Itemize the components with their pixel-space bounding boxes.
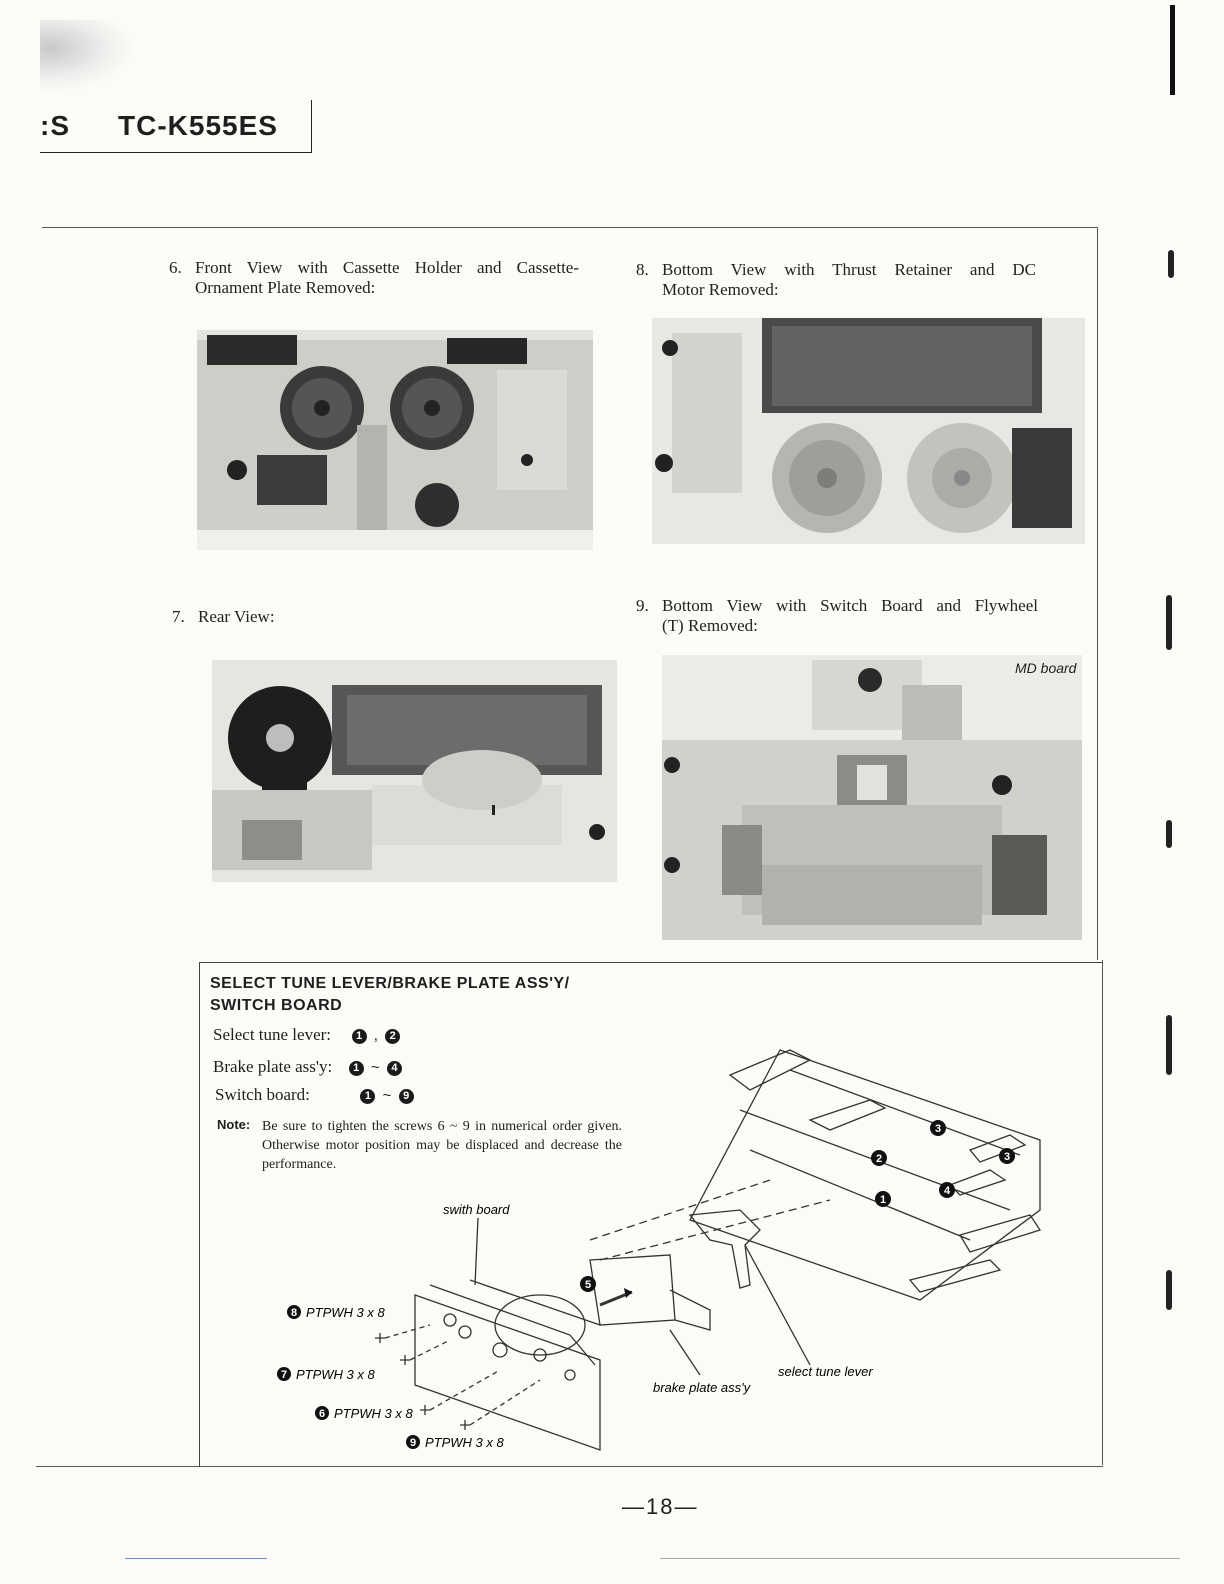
frame-top-line bbox=[42, 227, 1098, 228]
note-text: Be sure to tighten the screws 6 ~ 9 in n… bbox=[262, 1119, 622, 1172]
frame-bottom-line bbox=[36, 1466, 1103, 1467]
label-select-tune-lever: select tune lever bbox=[778, 1364, 873, 1379]
caption-bottom-view-thrust: 8.Bottom View with Thrust Retainer and D… bbox=[636, 260, 1036, 299]
header-model-name: TC-K555ES bbox=[118, 110, 278, 141]
diagram-marker: 3 bbox=[1004, 1151, 1010, 1163]
frame-right-line bbox=[1097, 227, 1098, 960]
procedure-row-select-tune-lever: Select tune lever: 1 , 2 bbox=[213, 1025, 401, 1045]
photo-bottom-view-thrust bbox=[652, 318, 1085, 544]
screw-marker: 7 bbox=[281, 1369, 287, 1381]
label-switch-board: swith board bbox=[443, 1202, 510, 1217]
page-number: —18— bbox=[622, 1494, 699, 1519]
diagram-marker: 3 bbox=[935, 1123, 941, 1135]
section-box bbox=[199, 962, 1102, 1467]
screw-marker: 6 bbox=[319, 1408, 325, 1420]
photo-bottom-view-switch bbox=[662, 655, 1082, 940]
step-marker-icon: 1 bbox=[360, 1089, 376, 1104]
step-marker-icon: 1 bbox=[348, 1061, 364, 1076]
scan-edge-bar bbox=[1170, 5, 1175, 95]
screw-label-7: PTPWH 3 x 8 bbox=[296, 1367, 376, 1382]
step-marker-icon: 4 bbox=[386, 1061, 402, 1076]
diagram-marker: 2 bbox=[876, 1153, 882, 1165]
step-marker-icon: 9 bbox=[398, 1089, 414, 1104]
scan-edge-mark bbox=[1166, 1270, 1172, 1310]
header-section-code: :S bbox=[40, 110, 70, 141]
procedure-row-switch-board: Switch board: 1 ~ 9 bbox=[215, 1085, 414, 1105]
header-underline bbox=[40, 152, 312, 153]
screw-label-6: PTPWH 3 x 8 bbox=[334, 1406, 414, 1421]
step-marker-icon: 1 bbox=[351, 1029, 367, 1044]
procedure-row-brake-plate: Brake plate ass'y: 1 ~ 4 bbox=[213, 1057, 402, 1077]
note-block: Note: Be sure to tighten the screws 6 ~ … bbox=[217, 1117, 622, 1174]
section-title: SELECT TUNE LEVER/BRAKE PLATE ASS'Y/ SWI… bbox=[210, 975, 570, 1014]
diagram-marker: 4 bbox=[944, 1185, 951, 1197]
note-label: Note: bbox=[217, 1117, 251, 1132]
footer-rule bbox=[660, 1558, 1180, 1559]
exploded-diagram: 1 2 3 3 4 5 swith board brake plate ass'… bbox=[270, 1030, 1050, 1460]
scan-edge-mark bbox=[1166, 595, 1172, 650]
scan-smudge bbox=[40, 20, 130, 90]
scan-edge-mark bbox=[1166, 820, 1172, 848]
diagram-marker: 5 bbox=[585, 1279, 591, 1291]
screw-label-9: PTPWH 3 x 8 bbox=[425, 1435, 505, 1450]
screw-marker: 8 bbox=[291, 1307, 297, 1319]
photo-rear-view bbox=[212, 660, 617, 882]
caption-bottom-view-switch: 9.Bottom View with Switch Board and Flyw… bbox=[636, 596, 1038, 635]
screw-label-8: PTPWH 3 x 8 bbox=[306, 1305, 386, 1320]
diagram-marker: 1 bbox=[880, 1194, 886, 1206]
caption-rear-view: 7.Rear View: bbox=[172, 607, 275, 626]
frame-right-line-lower bbox=[1102, 960, 1103, 1465]
header-divider bbox=[311, 100, 312, 153]
photo-front-view bbox=[197, 330, 593, 550]
md-board-label: MD board bbox=[1015, 660, 1077, 676]
step-marker-icon: 2 bbox=[385, 1029, 401, 1044]
scan-edge-mark bbox=[1166, 1015, 1172, 1075]
caption-front-view: 6.Front View with Cassette Holder and Ca… bbox=[169, 258, 579, 297]
scan-edge-mark bbox=[1168, 250, 1174, 278]
footer-link-line bbox=[125, 1558, 267, 1559]
label-brake-plate: brake plate ass'y bbox=[653, 1380, 752, 1395]
screw-marker: 9 bbox=[410, 1437, 416, 1449]
